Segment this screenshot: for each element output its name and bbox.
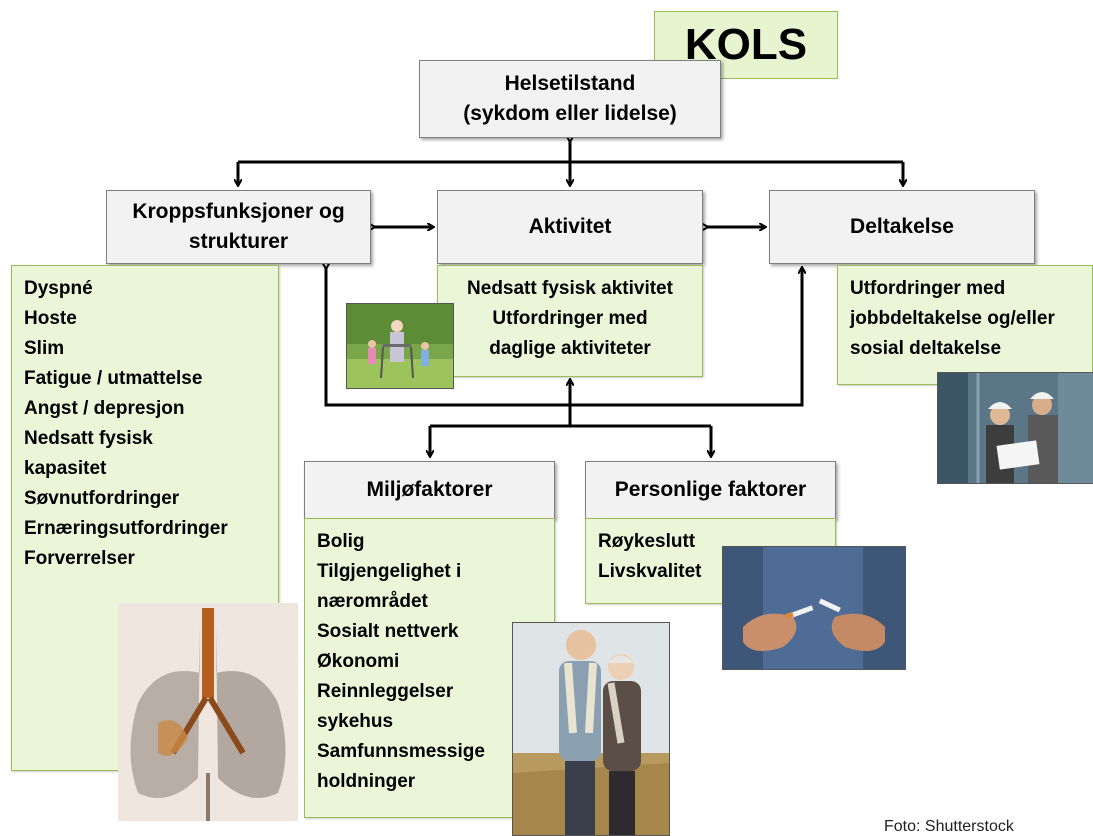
node-miljofaktorer: Miljøfaktorer bbox=[304, 461, 555, 519]
list-item: Slim bbox=[24, 338, 65, 359]
list-item: jobbdeltakelse og/eller bbox=[850, 308, 1055, 329]
list-item: daglige aktiviteter bbox=[489, 338, 651, 359]
list-item: Nedsatt fysisk aktivitet bbox=[467, 278, 673, 299]
list-item: Fatigue / utmattelse bbox=[24, 368, 203, 389]
list-item: Tilgjengelighet i bbox=[317, 561, 462, 582]
photo-credit: Foto: Shutterstock bbox=[884, 818, 1014, 835]
list-item: Reinnleggelser bbox=[317, 681, 454, 702]
list-deltakelse: Utfordringer med jobbdeltakelse og/eller… bbox=[837, 265, 1093, 385]
list-item: Samfunnsmessige bbox=[317, 741, 485, 762]
node-aktivitet: Aktivitet bbox=[437, 190, 703, 264]
helsetilstand-line2: (sykdom eller lidelse) bbox=[463, 102, 677, 125]
list-item: nærområdet bbox=[317, 591, 428, 612]
list-aktivitet: Nedsatt fysisk aktivitet Utfordringer me… bbox=[437, 265, 703, 377]
node-kroppsfunksjoner: Kroppsfunksjoner og strukturer bbox=[106, 190, 371, 264]
list-item: Bolig bbox=[317, 531, 365, 552]
list-item: Angst / depresjon bbox=[24, 398, 185, 419]
list-item: sosial deltakelse bbox=[850, 338, 1002, 359]
node-helsetilstand: Helsetilstand (sykdom eller lidelse) bbox=[419, 60, 721, 138]
helsetilstand-line1: Helsetilstand bbox=[504, 72, 636, 95]
node-deltakelse: Deltakelse bbox=[769, 190, 1035, 264]
kropp-line1: Kroppsfunksjoner og bbox=[132, 200, 345, 223]
photo-walker bbox=[346, 303, 454, 389]
list-item: kapasitet bbox=[24, 458, 107, 479]
list-item: Hoste bbox=[24, 308, 77, 329]
list-item: sykehus bbox=[317, 711, 394, 732]
photo-workers bbox=[937, 372, 1093, 484]
list-item: Forverrelser bbox=[24, 548, 135, 569]
list-item: Sosialt nettverk bbox=[317, 621, 459, 642]
photo-cigarette bbox=[722, 546, 906, 670]
list-item: Søvnutfordringer bbox=[24, 488, 180, 509]
node-personlige-faktorer: Personlige faktorer bbox=[585, 461, 836, 519]
diagram-title: KOLS bbox=[654, 11, 838, 79]
list-item: holdninger bbox=[317, 771, 416, 792]
list-item: Økonomi bbox=[317, 651, 400, 672]
list-item: Utfordringer med bbox=[850, 278, 1006, 299]
list-item: Livskvalitet bbox=[598, 561, 702, 582]
list-item: Dyspné bbox=[24, 278, 93, 299]
photo-couple bbox=[512, 622, 670, 836]
photo-lungs bbox=[118, 603, 298, 821]
list-item: Ernæringsutfordringer bbox=[24, 518, 228, 539]
list-item: Nedsatt fysisk bbox=[24, 428, 153, 449]
kropp-line2: strukturer bbox=[188, 230, 289, 253]
list-item: Røykeslutt bbox=[598, 531, 696, 552]
list-item: Utfordringer med bbox=[492, 308, 648, 329]
